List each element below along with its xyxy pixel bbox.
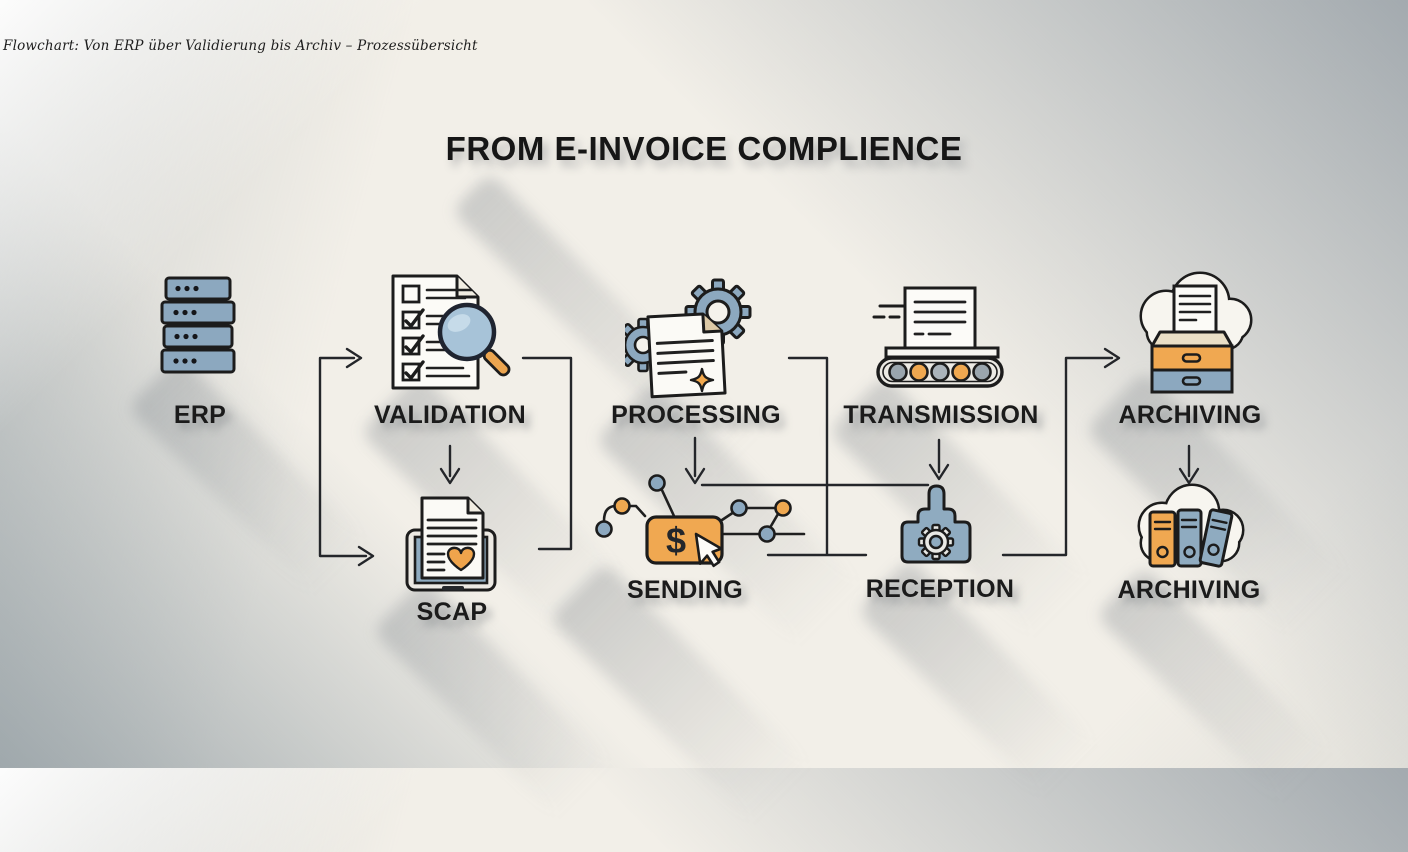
dollar-cursor-network-icon: $ [595, 474, 806, 568]
node-label-transmission: TRANSMISSION [843, 401, 1039, 429]
dollar-sign: $ [666, 520, 686, 561]
server-stack-icon [160, 276, 236, 374]
magnifier-glass [437, 302, 511, 377]
binder-icon [1148, 510, 1177, 568]
arrowhead [1103, 347, 1121, 369]
node-label-validation: VALIDATION [373, 401, 527, 429]
edge-processing-side-bracket [787, 356, 829, 556]
binder-icon [1198, 508, 1234, 568]
arrowhead [345, 347, 375, 567]
node-label-reception: RECEPTION [865, 575, 1015, 603]
edge-reception-archiving [1001, 356, 1114, 557]
conveyor-document-icon [872, 286, 1004, 388]
cursor-icon [694, 532, 723, 568]
binder-icon [1176, 508, 1203, 568]
node-label-processing: PROCESSING [611, 401, 781, 429]
funnel-gear-icon [900, 484, 972, 564]
heart-icon [446, 546, 476, 572]
arrowhead [439, 467, 461, 485]
arrowhead [928, 463, 950, 481]
node-label-archiving-top: ARCHIVING [1118, 401, 1262, 429]
cloud-drawer-cabinet-icon [1139, 271, 1253, 394]
arrowhead [1178, 467, 1200, 485]
caption: Flowchart: Von ERP über Validierung bis … [3, 38, 478, 54]
checklist-magnifier-icon [391, 274, 511, 390]
node-label-sending: SENDING [626, 576, 743, 604]
laptop-document-heart-icon [405, 496, 497, 592]
flow-connectors [318, 347, 1200, 567]
gear-icon [917, 523, 955, 561]
node-label-erp: ERP [173, 401, 227, 429]
arrowhead [684, 467, 706, 485]
cloud-binders-icon [1137, 483, 1245, 568]
edge-erp-split [318, 356, 368, 558]
document-gears-icon [625, 278, 752, 399]
node-label-scap: SCAP [416, 598, 488, 626]
sparkle-icon [689, 367, 715, 393]
edge-validation-side-bracket [521, 356, 573, 551]
node-label-archiving-bottom: ARCHIVING [1117, 576, 1261, 604]
page-title: FROM E-INVOICE COMPLIENCE [445, 130, 963, 167]
